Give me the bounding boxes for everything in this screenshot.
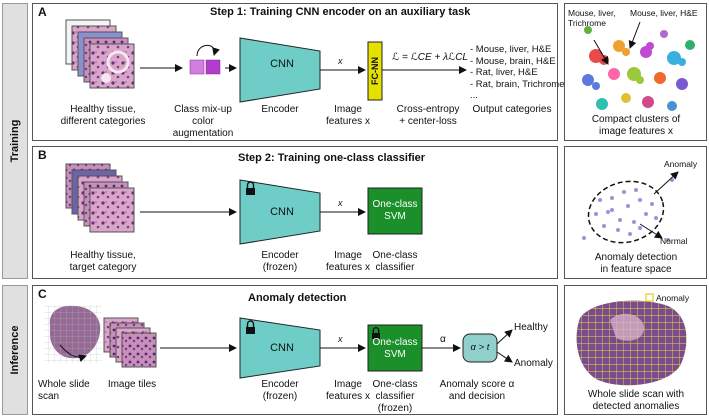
- output-item: - Rat, liver, H&E: [470, 67, 538, 78]
- output-list: - Mouse, liver, H&E - Mouse, brain, H&E …: [470, 44, 565, 102]
- healthy-tissue-stack-a: [65, 19, 135, 89]
- cnn-label-c: CNN: [270, 342, 294, 354]
- panel-c-letter: C: [38, 287, 47, 301]
- inference-sidebar: Inference: [2, 285, 28, 415]
- label-healthy-different: Healthy tissue, different categories: [60, 104, 146, 127]
- label-mixup: Class mix-up color augmentation: [172, 104, 234, 139]
- cluster-label-1: Mouse, liver, Trichrome: [568, 8, 616, 28]
- svm-label-b: One-class SVM: [372, 199, 418, 222]
- label-loss: Cross-entropy + center-loss: [396, 104, 460, 127]
- panel-c-title: Anomaly detection: [248, 292, 347, 304]
- image-tiles-stack: [103, 317, 157, 368]
- panel-b-right: [564, 146, 707, 279]
- fcnn-label-wrap: FC-NN: [368, 42, 382, 100]
- label-encoder-b: Encoder (frozen): [261, 250, 299, 273]
- label-encoder-c: Encoder (frozen): [261, 379, 299, 402]
- label-features-c: Image features x: [326, 379, 370, 402]
- lock-icon-c-encoder: [246, 320, 255, 334]
- anomaly-legend-label: Anomaly: [656, 293, 690, 303]
- svm-box-c: [367, 324, 423, 372]
- wsi-anomaly-map: [576, 293, 687, 386]
- label-wsi: Whole slide scan: [38, 379, 90, 402]
- cnn-encoder-b: [239, 179, 321, 245]
- lock-icon-c-svm: [372, 327, 380, 339]
- cnn-label-a: CNN: [270, 58, 294, 70]
- label-classifier-b: One-class classifier: [372, 250, 418, 273]
- panel-a-letter: A: [38, 5, 47, 19]
- output-item: ...: [470, 90, 478, 101]
- anomaly-label-b: Anomaly: [664, 159, 698, 169]
- label-features-b: Image features x: [326, 250, 370, 273]
- label-score: Anomaly score α and decision: [439, 379, 515, 402]
- output-item: - Rat, brain, Trichrome: [470, 78, 565, 90]
- healthy-label: Healthy: [514, 322, 548, 333]
- panel-a-title: Step 1: Training CNN encoder on an auxil…: [210, 6, 471, 18]
- output-item: - Mouse, liver, H&E: [470, 44, 552, 55]
- xi-label-a: x: [338, 56, 343, 66]
- panel-b-letter: B: [38, 148, 47, 162]
- decision-box: [462, 333, 498, 363]
- svm-label-c: One-class SVM: [372, 337, 418, 360]
- output-item: - Mouse, brain, H&E: [470, 55, 556, 67]
- normal-label-b: Normal: [660, 236, 688, 246]
- alpha-label: α: [440, 334, 446, 345]
- anomaly-label-c: Anomaly: [514, 358, 553, 369]
- anomaly-detection-caption: Anomaly detection in feature space: [594, 252, 678, 275]
- cluster-label-2: Mouse, liver, H&E: [630, 8, 698, 18]
- xi-label-c: x: [338, 334, 343, 344]
- cnn-label-b: CNN: [270, 206, 294, 218]
- feature-clusters: [582, 21, 695, 111]
- arrow-anomaly: [496, 351, 513, 363]
- fcnn-box: [367, 41, 383, 101]
- clusters-caption: Compact clusters of image features x: [591, 114, 681, 137]
- svm-box-b: [367, 187, 423, 235]
- fcnn-label: FC-NN: [370, 57, 380, 85]
- label-features-a: Image features x: [326, 104, 370, 127]
- lock-icon: [246, 181, 255, 195]
- training-sidebar: Training: [2, 3, 28, 279]
- label-classifier-c: One-class classifier (frozen): [372, 379, 418, 414]
- arrow-healthy: [496, 329, 513, 345]
- xi-label-b: x: [338, 198, 343, 208]
- decision-label: α > t: [470, 342, 490, 353]
- label-tiles: Image tiles: [107, 379, 157, 390]
- feature-space-plot: [582, 171, 679, 244]
- label-outputs: Output categories: [472, 104, 552, 115]
- loss-formula: ℒ = ℒCE + λℒCL: [392, 52, 468, 63]
- panel-b-title: Step 2: Training one-class classifier: [238, 152, 426, 164]
- healthy-tissue-stack-b: [65, 163, 135, 233]
- wsi-anomaly-caption: Whole slide scan with detected anomalies: [587, 389, 685, 412]
- label-encoder-a: Encoder: [261, 104, 299, 115]
- cnn-encoder-a: [239, 37, 321, 103]
- cnn-encoder-c: [239, 317, 321, 379]
- whole-slide-scan-thumb: [44, 305, 102, 363]
- color-mixup-icon: [189, 44, 221, 75]
- label-healthy-target: Healthy tissue, target category: [69, 250, 137, 273]
